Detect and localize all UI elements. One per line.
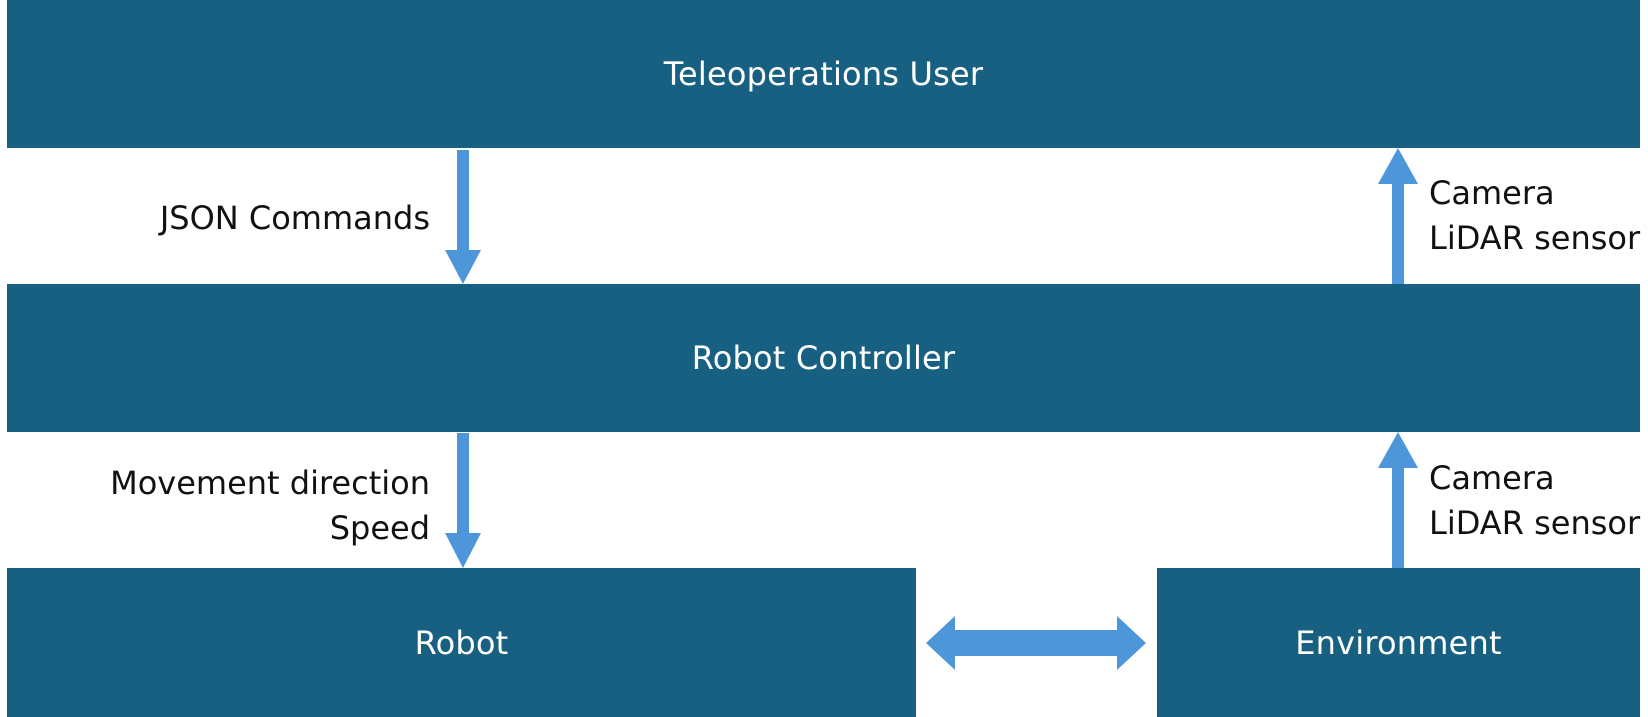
teleoperations-user-box: Teleoperations User bbox=[7, 0, 1640, 148]
sensors-up-arrow-top bbox=[1378, 148, 1418, 284]
robot-environment-double-arrow bbox=[926, 616, 1146, 670]
environment-label: Environment bbox=[1295, 623, 1502, 662]
json-commands-label: JSON Commands bbox=[160, 196, 430, 241]
environment-box: Environment bbox=[1157, 568, 1640, 717]
sensors-up-arrow-bottom bbox=[1378, 432, 1418, 568]
sensors-to-user-label: Camera LiDAR sensor bbox=[1429, 171, 1640, 261]
robot-box: Robot bbox=[7, 568, 916, 717]
sensors-to-controller-label: Camera LiDAR sensor bbox=[1429, 456, 1640, 546]
speed-text: Speed bbox=[329, 509, 430, 547]
movement-label: Movement direction Speed bbox=[110, 461, 430, 551]
movement-down-arrow bbox=[445, 433, 481, 568]
lidar-sensor-text: LiDAR sensor bbox=[1429, 504, 1641, 542]
lidar-sensor-text: LiDAR sensor bbox=[1429, 219, 1641, 257]
teleoperations-user-label: Teleoperations User bbox=[663, 55, 984, 93]
camera-text: Camera bbox=[1429, 174, 1555, 212]
json-commands-down-arrow bbox=[445, 150, 481, 284]
camera-text: Camera bbox=[1429, 459, 1555, 497]
robot-controller-label: Robot Controller bbox=[691, 339, 956, 377]
robot-label: Robot bbox=[414, 623, 509, 662]
movement-direction-text: Movement direction bbox=[110, 464, 430, 502]
json-commands-text: JSON Commands bbox=[159, 199, 430, 237]
robot-controller-box: Robot Controller bbox=[7, 284, 1640, 432]
